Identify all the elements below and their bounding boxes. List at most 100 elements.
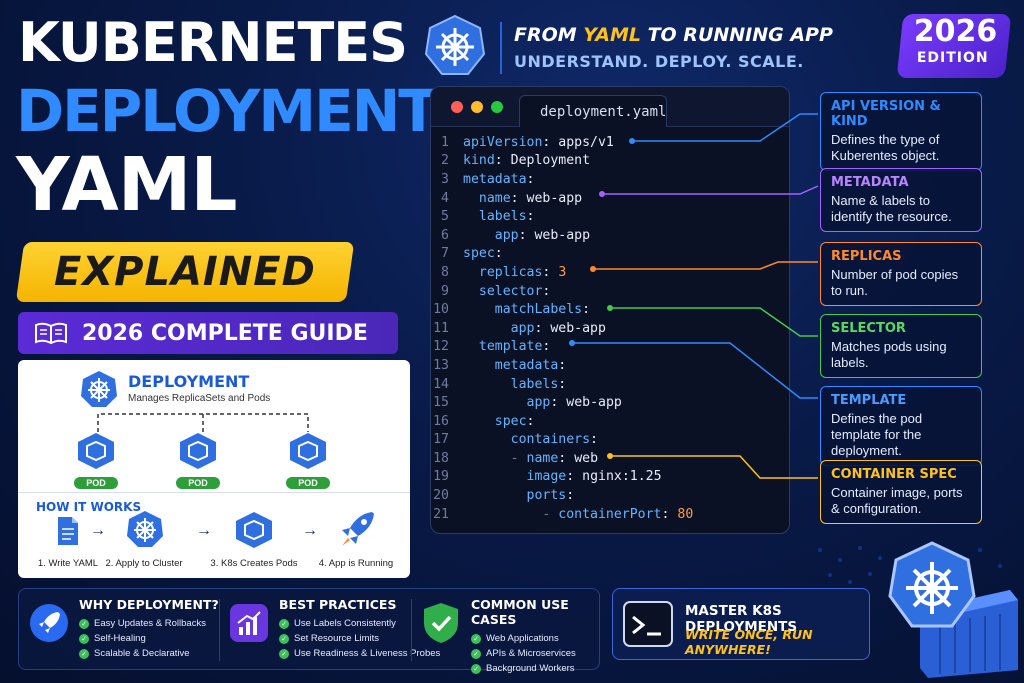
code-line: 2 kind: Deployment	[431, 152, 789, 171]
code-line: 10 matchLabels:	[431, 300, 789, 319]
code-line: 18 - name: web	[431, 449, 789, 468]
line-number: 1	[441, 134, 449, 150]
file-tab[interactable]: deployment.yaml	[519, 95, 667, 127]
check-icon: ✓	[471, 633, 481, 644]
line-number: 13	[433, 357, 449, 373]
code-line: 8 replicas: 3	[431, 263, 789, 282]
line-content: metadata:	[463, 171, 535, 187]
best-practices-section: BEST PRACTICES ✓Use Labels Consistently …	[279, 597, 440, 663]
line-content: - name: web	[463, 450, 599, 466]
item-label: Self-Healing	[94, 633, 146, 644]
cube-icon	[180, 433, 216, 469]
line-content: app: web-app	[510, 320, 606, 336]
deployment-card: DEPLOYMENT Manages ReplicaSets and Pods …	[18, 360, 410, 578]
minimize-dot-icon[interactable]	[471, 101, 483, 113]
header-subtitle: UNDERSTAND. DEPLOY. SCALE.	[514, 52, 804, 71]
check-icon: ✓	[79, 648, 89, 659]
code-line: 1 apiVersion: apps/v1	[431, 133, 789, 152]
line-number: 16	[433, 413, 449, 429]
line-content: app: web-app	[494, 227, 591, 243]
section-title: BEST PRACTICES	[279, 597, 397, 612]
line-content: ports:	[526, 488, 575, 504]
code-line: 21 - containerPort: 80	[431, 505, 789, 524]
code-line: 5 labels:	[431, 207, 789, 226]
deployment-subtitle: Manages ReplicaSets and Pods	[128, 393, 271, 404]
arrow-icon: →	[90, 522, 106, 539]
check-icon: ✓	[471, 663, 481, 674]
line-content: apiVersion: apps/v1	[463, 134, 614, 150]
callout-title: API VERSION & KIND	[831, 99, 941, 129]
callout-container-spec: CONTAINER SPEC Container image, ports & …	[820, 460, 982, 524]
line-number: 9	[441, 283, 449, 299]
list-item: ✓Use Labels Consistently	[279, 618, 440, 629]
line-content: containers:	[510, 432, 598, 448]
item-label: Set Resource Limits	[294, 633, 380, 644]
rocket-icon	[342, 512, 374, 546]
title-line-3: YAML	[16, 142, 238, 228]
close-dot-icon[interactable]	[451, 101, 463, 113]
list-item: ✓Web Applications	[471, 633, 599, 644]
line-number: 5	[441, 209, 449, 225]
pod-label: POD	[286, 477, 330, 489]
line-content: template:	[478, 339, 551, 355]
callout-title: REPLICAS	[831, 249, 902, 264]
pod-connector-lines	[97, 413, 309, 432]
line-number: 3	[441, 171, 449, 187]
callout-desc: Number of pod copies to run.	[831, 267, 959, 298]
code-line: 13 metadata:	[431, 356, 789, 375]
code-line: 9 selector:	[431, 282, 789, 301]
divider	[219, 599, 220, 661]
list-item: ✓ Self-Healing	[79, 633, 219, 644]
code-line: 14 labels:	[431, 375, 789, 394]
list-item: ✓Background Workers	[471, 663, 599, 674]
callout-selector: SELECTOR Matches pods using labels.	[820, 314, 982, 378]
line-number: 17	[433, 432, 449, 448]
step-label: 4. App is Running	[318, 558, 394, 569]
line-number: 7	[441, 246, 449, 262]
check-icon: ✓	[79, 633, 89, 644]
cube-icon	[290, 433, 326, 469]
code-line: 16 spec:	[431, 412, 789, 431]
pod-label: POD	[74, 477, 118, 489]
code-line: 15 app: web-app	[431, 393, 789, 412]
line-number: 2	[441, 153, 449, 169]
guide-banner: 2026 COMPLETE GUIDE	[18, 312, 398, 354]
line-number: 19	[433, 469, 449, 485]
step-label: 3. K8s Creates Pods	[210, 558, 298, 569]
code-line: 6 app: web-app	[431, 226, 789, 245]
callout-replicas: REPLICAS Number of pod copies to run.	[820, 242, 982, 306]
line-number: 15	[433, 395, 449, 411]
shield-icon	[424, 603, 458, 643]
callout-desc: Defines the type of Kuberentes object.	[831, 132, 940, 163]
item-label: Scalable & Declarative	[94, 648, 190, 659]
pod-3: POD	[286, 432, 330, 489]
line-number: 11	[433, 320, 449, 336]
section-title: WHY DEPLOYMENT?	[79, 597, 219, 612]
list-item: ✓Easy Updates & Rollbacks	[79, 618, 219, 629]
pod-label: POD	[176, 477, 220, 489]
code-line: 12 template:	[431, 338, 789, 357]
line-content: kind: Deployment	[463, 153, 591, 169]
tagline-prefix: FROM	[514, 24, 584, 46]
file-tab-label: deployment.yaml	[540, 103, 667, 120]
check-icon: ✓	[471, 648, 481, 659]
guide-label: 2026 COMPLETE GUIDE	[82, 320, 368, 346]
maximize-dot-icon[interactable]	[491, 101, 503, 113]
pod-1: POD	[74, 432, 118, 489]
step-label: 1. Write YAML	[37, 558, 99, 569]
kubernetes-helm-icon	[424, 14, 486, 75]
section-title: COMMON USE CASES	[471, 597, 569, 627]
code-line: 11 app: web-app	[431, 319, 789, 338]
code-lines: 1 apiVersion: apps/v1 2 kind: Deployment 3 me…	[431, 133, 789, 523]
line-content: spec:	[494, 413, 535, 429]
edition-label: EDITION	[916, 50, 989, 66]
check-icon: ✓	[279, 618, 289, 629]
line-content: app: web-app	[526, 395, 622, 411]
line-content: image: nginx:1.25	[526, 469, 662, 485]
check-icon: ✓	[279, 633, 289, 644]
line-number: 20	[433, 488, 449, 504]
book-icon	[35, 322, 67, 345]
callout-title: TEMPLATE	[831, 393, 907, 408]
line-content: - containerPort: 80	[463, 506, 694, 522]
